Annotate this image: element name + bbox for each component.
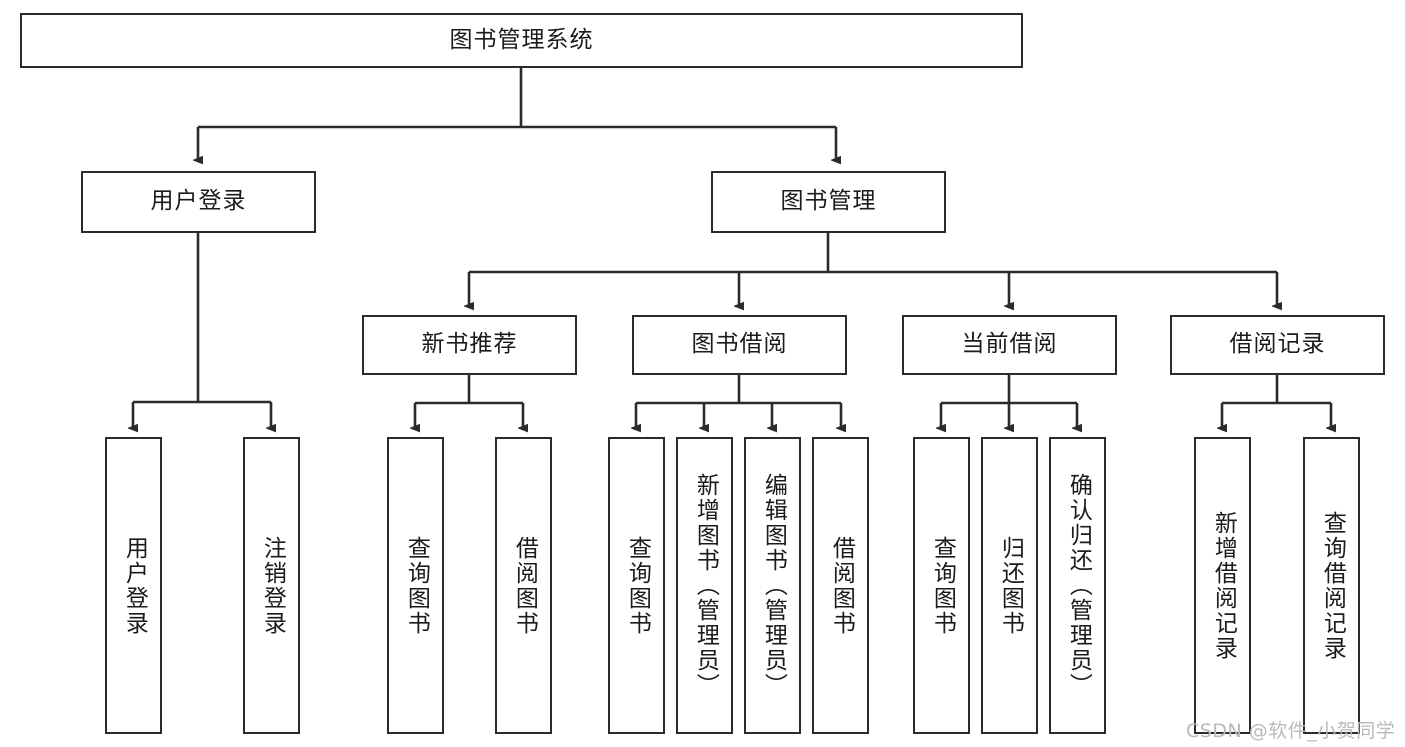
leaf-label: 查询图书 <box>624 535 651 636</box>
leaf-recommend-borrow-book[interactable]: 借阅图书 <box>495 437 552 734</box>
leaf-borrow-query-book[interactable]: 查询图书 <box>608 437 665 734</box>
leaf-label: 归还图书 <box>997 535 1024 636</box>
leaf-record-query-record[interactable]: 查询借阅记录 <box>1303 437 1360 734</box>
leaf-label: 编辑图书（管理员） <box>760 473 787 698</box>
leaf-label: 查询借阅记录 <box>1319 510 1346 661</box>
node-borrow-record[interactable]: 借阅记录 <box>1170 315 1385 375</box>
leaf-label: 注销登录 <box>259 535 286 636</box>
leaf-label: 借阅图书 <box>511 535 538 636</box>
node-book-borrow[interactable]: 图书借阅 <box>632 315 847 375</box>
node-user-login[interactable]: 用户登录 <box>81 171 316 233</box>
leaf-borrow-borrow-book[interactable]: 借阅图书 <box>812 437 869 734</box>
leaf-recommend-query-book[interactable]: 查询图书 <box>387 437 444 734</box>
node-book-management[interactable]: 图书管理 <box>711 171 946 233</box>
leaf-borrow-add-book[interactable]: 新增图书（管理员） <box>676 437 733 734</box>
leaf-borrow-edit-book[interactable]: 编辑图书（管理员） <box>744 437 801 734</box>
leaf-current-return-book[interactable]: 归还图书 <box>981 437 1038 734</box>
node-current-borrow[interactable]: 当前借阅 <box>902 315 1117 375</box>
leaf-label: 查询图书 <box>929 535 956 636</box>
leaf-label: 新增借阅记录 <box>1210 510 1237 661</box>
leaf-label: 用户登录 <box>121 535 148 636</box>
node-new-book-recommend[interactable]: 新书推荐 <box>362 315 577 375</box>
leaf-current-query-book[interactable]: 查询图书 <box>913 437 970 734</box>
node-root-system[interactable]: 图书管理系统 <box>20 13 1023 68</box>
leaf-user-login-logout[interactable]: 注销登录 <box>243 437 300 734</box>
leaf-record-add-record[interactable]: 新增借阅记录 <box>1194 437 1251 734</box>
leaf-user-login-login[interactable]: 用户登录 <box>105 437 162 734</box>
leaf-label: 新增图书（管理员） <box>692 473 719 698</box>
leaf-label: 确认归还（管理员） <box>1065 473 1092 698</box>
leaf-current-confirm-return[interactable]: 确认归还（管理员） <box>1049 437 1106 734</box>
leaf-label: 借阅图书 <box>828 535 855 636</box>
csdn-watermark: CSDN @软件_小贺同学 <box>1186 720 1396 742</box>
leaf-label: 查询图书 <box>403 535 430 636</box>
